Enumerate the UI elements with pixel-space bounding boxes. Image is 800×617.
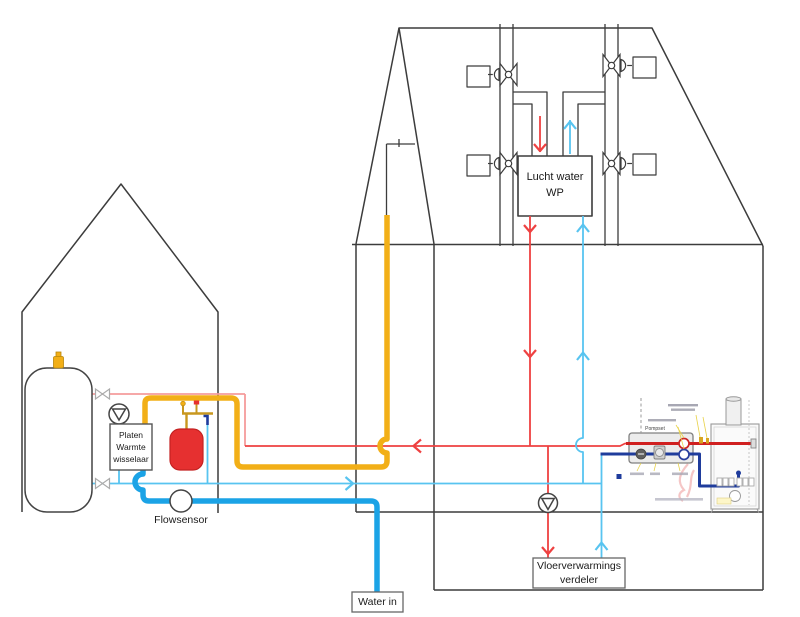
boiler-details [655, 438, 757, 505]
radiator-valve-icon [602, 53, 633, 78]
building-outlines [21, 24, 764, 591]
heat-pump-top-connectors [513, 91, 605, 156]
cyan-arrow-right-icon [344, 476, 355, 491]
thermometer-red-icon [678, 437, 690, 450]
thermometer-blue-icon [678, 448, 690, 461]
pipe-red [245, 116, 629, 558]
pipe-blue-thick [132, 470, 380, 592]
heat-pump-box [517, 155, 593, 217]
micro-label [671, 408, 695, 411]
distributor-box [532, 557, 626, 589]
right-house-roof-fold [398, 27, 435, 245]
drain-tap-icon [616, 474, 622, 479]
boiler-flue [725, 398, 742, 426]
air-vent-icon [53, 351, 64, 369]
pipe-cyan [92, 120, 609, 558]
pipe-yellow [142, 215, 390, 470]
radiator-boxes [466, 56, 657, 177]
water-in-label: Water in [358, 596, 397, 608]
valve-knob-icon [180, 400, 186, 407]
gray-valves [94, 388, 111, 490]
expansion-vessel-group [169, 400, 213, 471]
tank-valve-icon [94, 477, 111, 490]
red-arrow-down-icon [541, 546, 555, 556]
pipe-red-light [92, 393, 246, 446]
heat-exchanger-box [109, 423, 153, 471]
cyan-arrow-up-icon [576, 351, 590, 361]
cyan-heatpump-down [575, 216, 584, 484]
navy-elbow-icon [203, 414, 209, 425]
radiator-box [632, 56, 657, 79]
micro-label [630, 472, 644, 476]
tank-valve-icon [94, 388, 111, 400]
radiator-box [632, 153, 657, 176]
water-in-box [351, 591, 404, 613]
micro-label [716, 497, 732, 505]
red-arrow-down-icon [523, 224, 537, 234]
micro-label [648, 419, 676, 422]
roof-vent-icon [385, 139, 415, 215]
flowsensor-label: Flowsensor [154, 514, 208, 526]
cyan-arrow-up-icon [563, 120, 577, 130]
distributor-label: Vloerverwarmings verdeler [536, 559, 622, 586]
buffer-tank [24, 351, 93, 513]
red-arrow-left-icon [412, 438, 422, 454]
micro-label [668, 404, 698, 407]
flame-watermark-icon [678, 463, 695, 502]
brass-fitting-icon [699, 437, 703, 444]
micro-label [672, 472, 688, 476]
brass-fitting-icon [706, 438, 709, 444]
pump-icon [108, 403, 130, 425]
micro-label [655, 498, 703, 501]
radiator-valve-icon [602, 151, 633, 176]
radiator-box [466, 65, 491, 88]
heat-pump-label: Lucht water WP [526, 171, 584, 199]
cyan-arrow-up-icon [594, 541, 609, 551]
pompset-label: Pompset [645, 425, 665, 432]
micro-label [650, 472, 660, 476]
pump-icon [537, 492, 559, 514]
left-house-outline [21, 183, 219, 513]
red-arrow-down-icon [533, 143, 547, 153]
right-house-roof [355, 27, 764, 247]
red-arrow-down-icon [523, 349, 537, 359]
expansion-vessel [169, 428, 204, 471]
heat-exchanger-label: Platen Warmte wisselaar [113, 429, 149, 465]
safety-valve-icon [193, 400, 200, 405]
radiator-box [466, 154, 491, 177]
pompset-components [630, 404, 709, 476]
cyan-arrow-up-icon [576, 223, 590, 233]
flowsensor-icon [169, 489, 193, 513]
navy-connector-dot [736, 470, 741, 476]
red-main-horizontal [245, 442, 629, 447]
